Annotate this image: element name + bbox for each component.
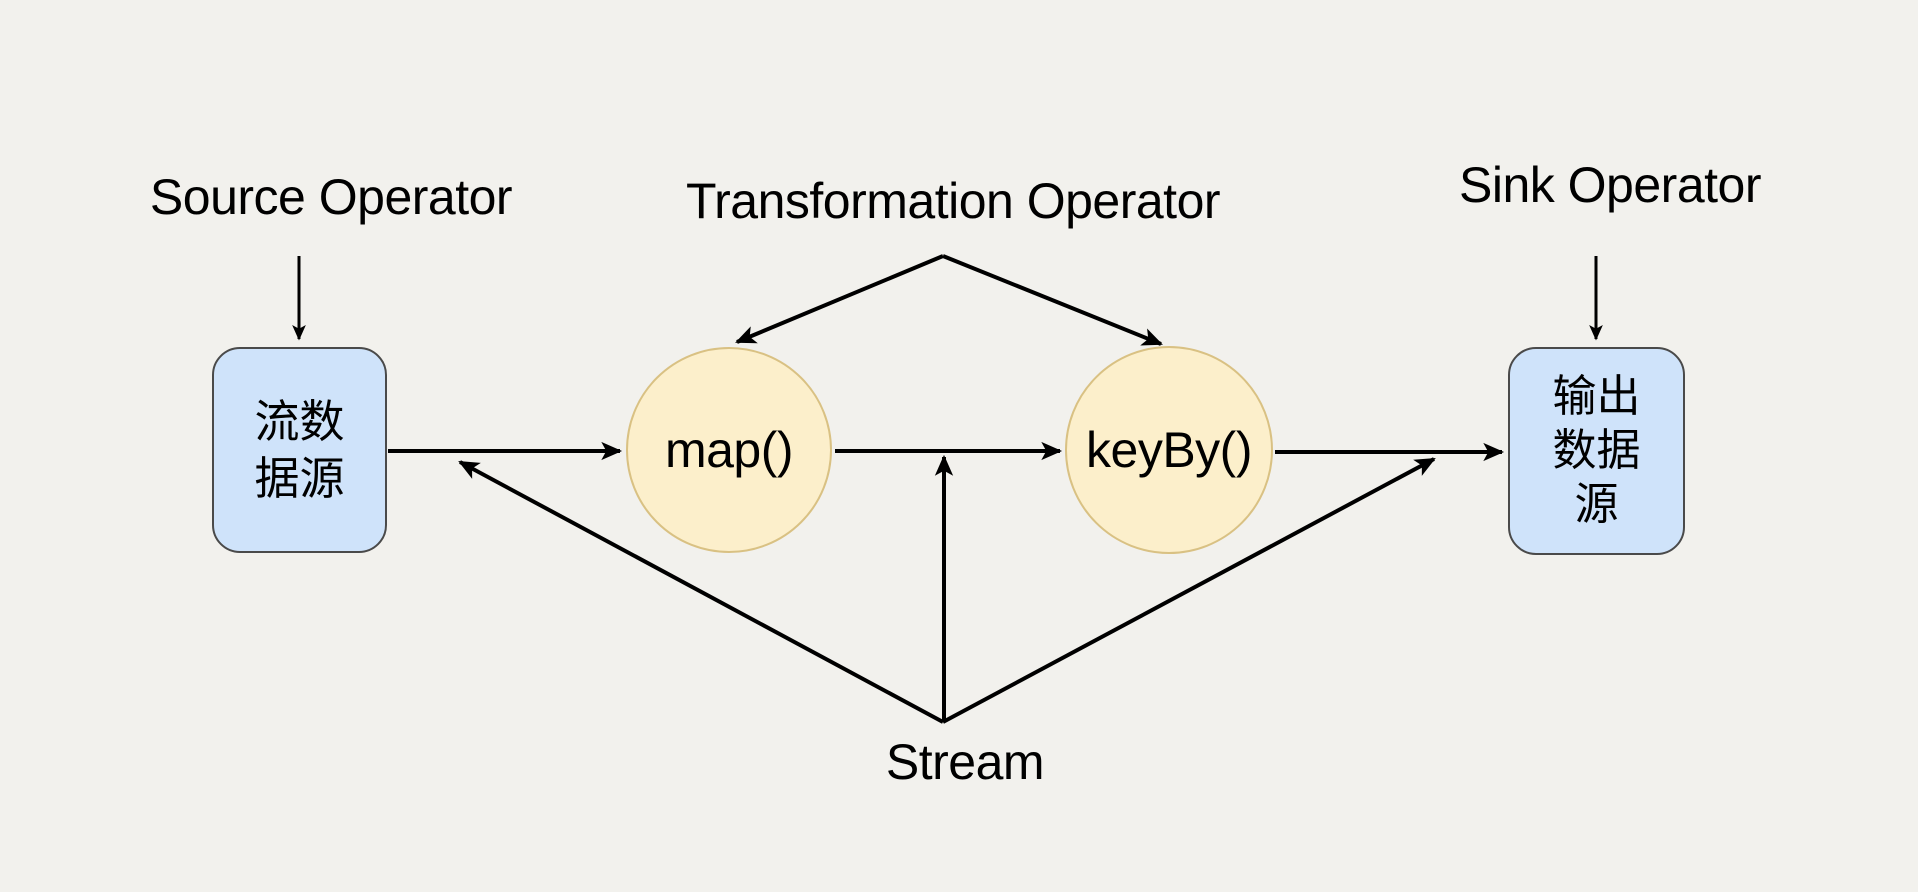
sink-node-text-line-2: 数据 [1552, 426, 1641, 475]
arrow-transformation-label-to-keyby-node [942, 254, 1163, 346]
map-node-label: map() [664, 422, 794, 478]
source-node-text-line-2: 据源 [254, 453, 345, 504]
sink-data-node: 输出 数据 源 [1508, 347, 1685, 555]
stream-label: Stream [885, 734, 1045, 790]
arrow-stream-to-source-map-edge [458, 460, 944, 724]
source-node-text-line-1: 流数 [254, 396, 345, 447]
sink-node-text-line-1: 输出 [1552, 372, 1641, 421]
transformation-operator-label: Transformation Operator [685, 173, 1221, 229]
sink-operator-label: Sink Operator [1459, 157, 1761, 213]
arrow-transformation-label-to-map-node [735, 254, 944, 344]
arrow-stream-to-keyby-sink-edge [942, 457, 1436, 724]
sink-node-text-line-3: 源 [1574, 480, 1619, 529]
source-data-node: 流数 据源 [212, 347, 387, 553]
keyby-node-label: keyBy() [1086, 422, 1252, 478]
map-operator-node: map() [626, 347, 832, 553]
source-operator-label: Source Operator [149, 169, 513, 225]
keyby-operator-node: keyBy() [1065, 346, 1273, 554]
